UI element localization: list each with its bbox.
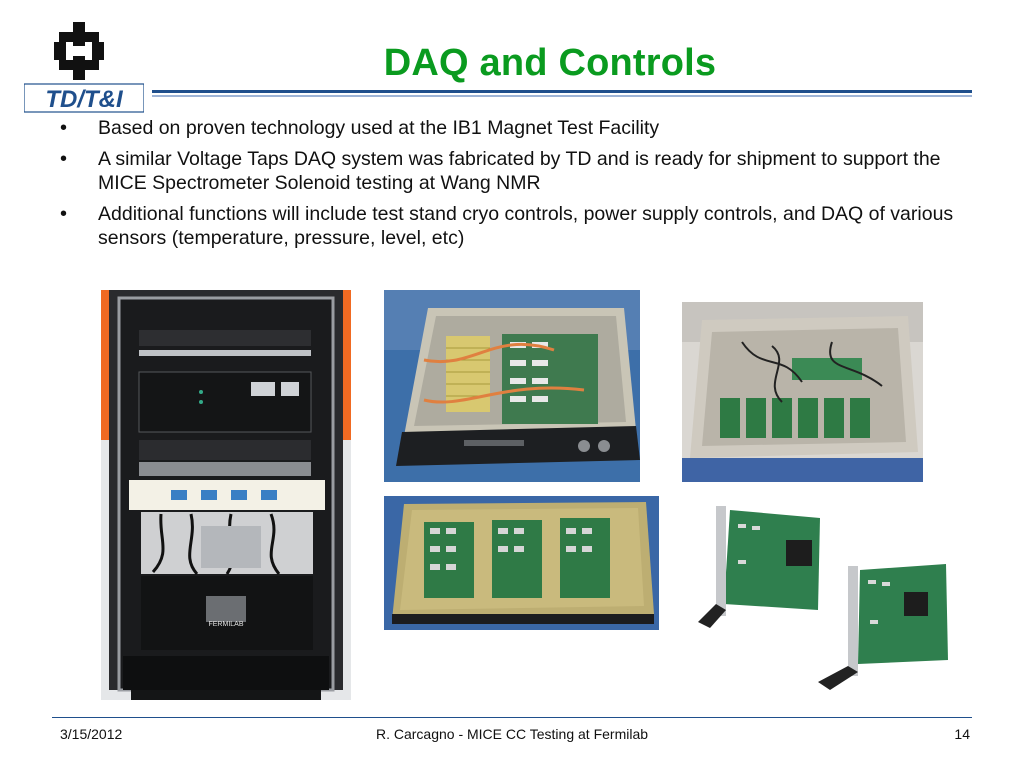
bullet-item: A similar Voltage Taps DAQ system was fa… — [60, 147, 970, 195]
footer-date: 3/15/2012 — [60, 726, 123, 742]
slide-title: DAQ and Controls — [383, 42, 717, 84]
footer-divider — [52, 717, 972, 718]
footer-title: R. Carcagno - MICE CC Testing at Fermila… — [375, 726, 649, 742]
daq-rack-photo: FERMILAB — [101, 290, 351, 700]
rack-brand-label: FERMILAB — [208, 621, 243, 628]
pxi-cards-photo — [690, 500, 980, 700]
bullet-item: Based on proven technology used at the I… — [60, 116, 970, 140]
page-number: 14 — [954, 726, 970, 742]
bullet-item: Additional functions will include test s… — [60, 202, 970, 250]
logo-text: TD/T&I — [45, 86, 124, 113]
title-divider — [152, 90, 972, 97]
fermilab-logo-icon — [54, 22, 104, 80]
voltage-tap-board-photo — [384, 496, 659, 630]
daq-chassis-photo — [384, 290, 640, 482]
bullet-list: Based on proven technology used at the I… — [60, 116, 970, 257]
daq-enclosure-photo — [682, 302, 923, 482]
td-ti-logo: TD/T&I — [24, 22, 144, 114]
